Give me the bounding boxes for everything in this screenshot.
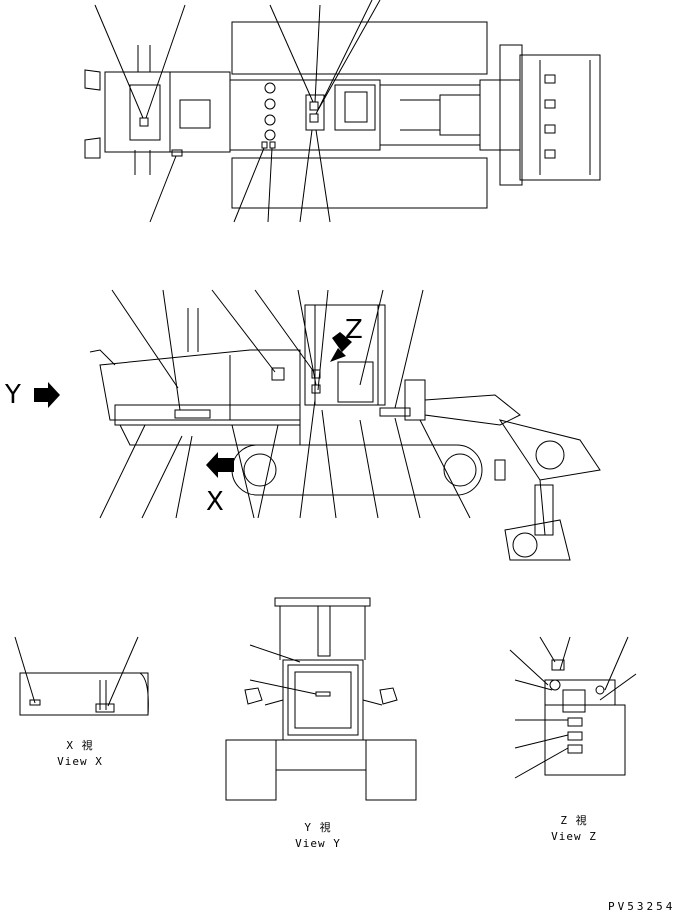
view-x-caption-en: View X: [57, 755, 103, 768]
view-z-caption-jp: Z 視: [560, 814, 588, 827]
view-z: [509, 636, 637, 779]
view-y: [225, 597, 417, 801]
view-x-caption-jp: X 視: [66, 739, 94, 752]
top-view: [84, 0, 601, 223]
z-arrow-label: Z: [345, 315, 363, 345]
arrow-z-icon: [330, 332, 352, 362]
arrow-x-icon: [206, 452, 234, 478]
view-z-caption-en: View Z: [551, 830, 597, 843]
part-number: PV53254: [608, 900, 676, 913]
y-arrow-label: Y: [5, 380, 21, 410]
x-arrow-label: X: [206, 487, 224, 517]
view-y-caption-en: View Y: [295, 837, 341, 850]
view-x: [14, 636, 149, 716]
arrow-y-icon: [34, 382, 60, 408]
side-view: [34, 289, 601, 561]
view-y-caption-jp: Y 視: [304, 821, 332, 834]
